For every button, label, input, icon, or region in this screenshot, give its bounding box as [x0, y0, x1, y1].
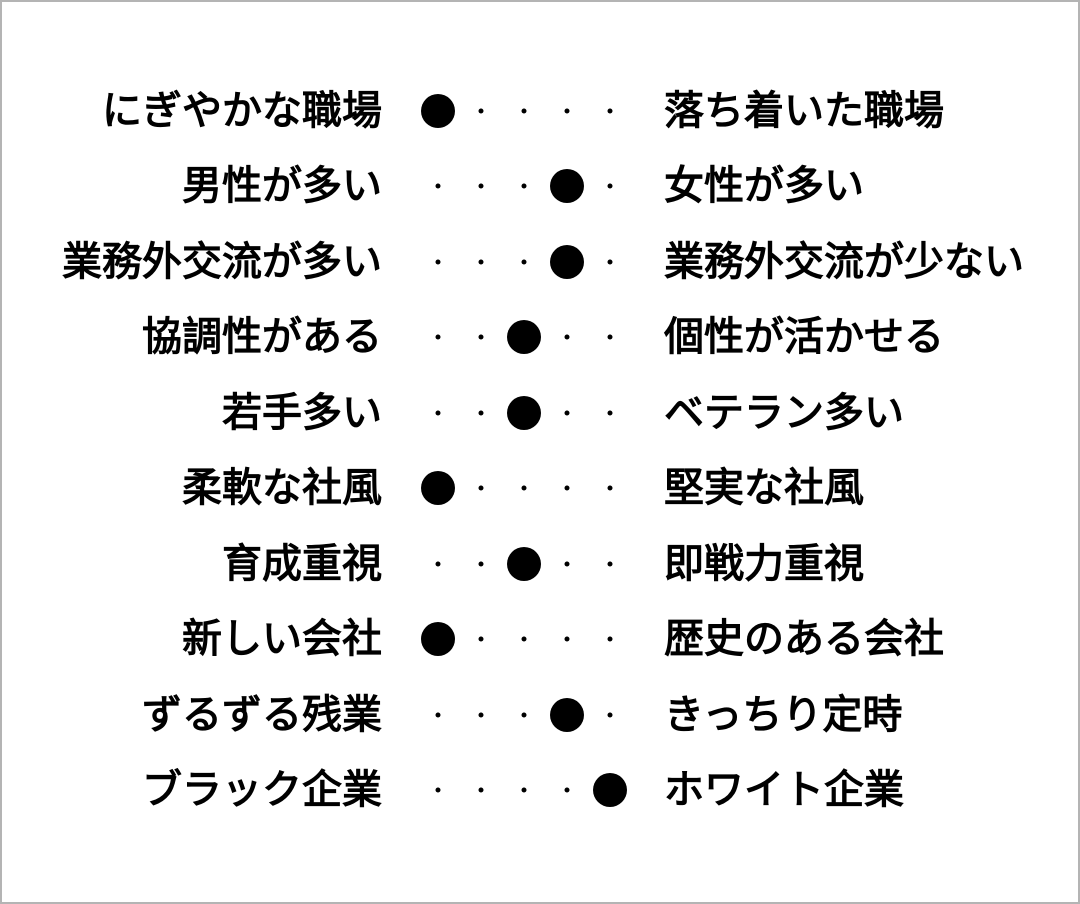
- rating-scale: [435, 770, 627, 810]
- scale-dot: [564, 410, 570, 416]
- scale-dot: [435, 561, 441, 567]
- selected-marker: [593, 773, 627, 808]
- scale-dot: [521, 636, 527, 642]
- rating-scale: [435, 166, 613, 206]
- left-label: 若手多い: [222, 389, 382, 436]
- scale-dot: [564, 108, 570, 114]
- scale-dot: [435, 410, 441, 416]
- right-label: 個性が活かせる: [664, 314, 944, 361]
- scale-dot: [607, 561, 613, 567]
- scale-dot: [435, 787, 441, 793]
- scale-dot: [521, 485, 527, 491]
- rating-row: 男性が多い 女性が多い: [2, 149, 1078, 225]
- left-label: 協調性がある: [142, 314, 382, 361]
- rating-scale: [421, 619, 613, 659]
- scale-dot: [521, 108, 527, 114]
- scale-dot: [607, 183, 613, 189]
- scale-dot: [607, 485, 613, 491]
- right-label: 歴史のある会社: [664, 616, 944, 663]
- left-label: 新しい会社: [182, 616, 382, 663]
- rating-list: にぎやかな職場 落ち着いた職場男性が多い 女性が多い業務外交流が多い 業務外交流が少な…: [2, 73, 1078, 828]
- right-label: 女性が多い: [664, 163, 864, 210]
- rating-scale: [421, 91, 613, 131]
- selected-marker: [507, 395, 541, 430]
- selected-marker: [507, 546, 541, 581]
- rating-scale: [435, 393, 613, 433]
- scale-dot: [607, 108, 613, 114]
- rating-scale: [435, 242, 613, 282]
- right-label: 業務外交流が少ない: [664, 238, 1024, 285]
- scale-dot: [478, 334, 484, 340]
- scale-dot: [478, 259, 484, 265]
- scale-dot: [478, 108, 484, 114]
- scale-dot: [521, 787, 527, 793]
- rating-row: 協調性がある 個性が活かせる: [2, 300, 1078, 376]
- left-label: 育成重視: [222, 540, 382, 587]
- right-label: 堅実な社風: [664, 465, 864, 512]
- rating-scale: [421, 468, 613, 508]
- scale-dot: [478, 485, 484, 491]
- scale-dot: [607, 259, 613, 265]
- scale-dot: [435, 259, 441, 265]
- rating-row: 若手多い ベテラン多い: [2, 375, 1078, 451]
- scale-dot: [607, 410, 613, 416]
- left-label: 柔軟な社風: [182, 465, 382, 512]
- rating-row: ずるずる残業 きっちり定時: [2, 677, 1078, 753]
- selected-marker: [550, 244, 584, 279]
- scale-dot: [435, 183, 441, 189]
- scale-dot: [607, 334, 613, 340]
- scale-dot: [564, 334, 570, 340]
- left-label: 業務外交流が多い: [62, 238, 382, 285]
- selected-marker: [550, 169, 584, 204]
- scale-dot: [564, 485, 570, 491]
- right-label: 落ち着いた職場: [664, 87, 944, 134]
- rating-row: 柔軟な社風 堅実な社風: [2, 451, 1078, 527]
- selected-marker: [421, 93, 455, 128]
- selected-marker: [550, 697, 584, 732]
- scale-dot: [564, 636, 570, 642]
- right-label: ベテラン多い: [664, 389, 904, 436]
- left-label: 男性が多い: [182, 163, 382, 210]
- selected-marker: [421, 622, 455, 657]
- scale-dot: [521, 712, 527, 718]
- rating-scale: [435, 695, 613, 735]
- scale-dot: [478, 410, 484, 416]
- rating-scale: [435, 317, 613, 357]
- scale-dot: [478, 561, 484, 567]
- scale-dot: [435, 712, 441, 718]
- scale-dot: [435, 334, 441, 340]
- scale-dot: [607, 712, 613, 718]
- scale-dot: [478, 787, 484, 793]
- scale-dot: [564, 561, 570, 567]
- left-label: ずるずる残業: [142, 691, 382, 738]
- rating-scale: [435, 544, 613, 584]
- scale-dot: [478, 183, 484, 189]
- selected-marker: [507, 320, 541, 355]
- rating-row: 育成重視 即戦力重視: [2, 526, 1078, 602]
- scale-dot: [564, 787, 570, 793]
- scale-dot: [521, 259, 527, 265]
- right-label: 即戦力重視: [664, 540, 864, 587]
- left-label: ブラック企業: [142, 767, 382, 814]
- scale-dot: [478, 636, 484, 642]
- rating-row: にぎやかな職場 落ち着いた職場: [2, 73, 1078, 149]
- scale-dot: [521, 183, 527, 189]
- rating-row: ブラック企業 ホワイト企業: [2, 753, 1078, 829]
- scale-dot: [607, 636, 613, 642]
- rating-row: 業務外交流が多い 業務外交流が少ない: [2, 224, 1078, 300]
- rating-row: 新しい会社 歴史のある会社: [2, 602, 1078, 678]
- left-label: にぎやかな職場: [102, 87, 382, 134]
- right-label: ホワイト企業: [664, 767, 904, 814]
- selected-marker: [421, 471, 455, 506]
- right-label: きっちり定時: [664, 691, 903, 738]
- scale-dot: [478, 712, 484, 718]
